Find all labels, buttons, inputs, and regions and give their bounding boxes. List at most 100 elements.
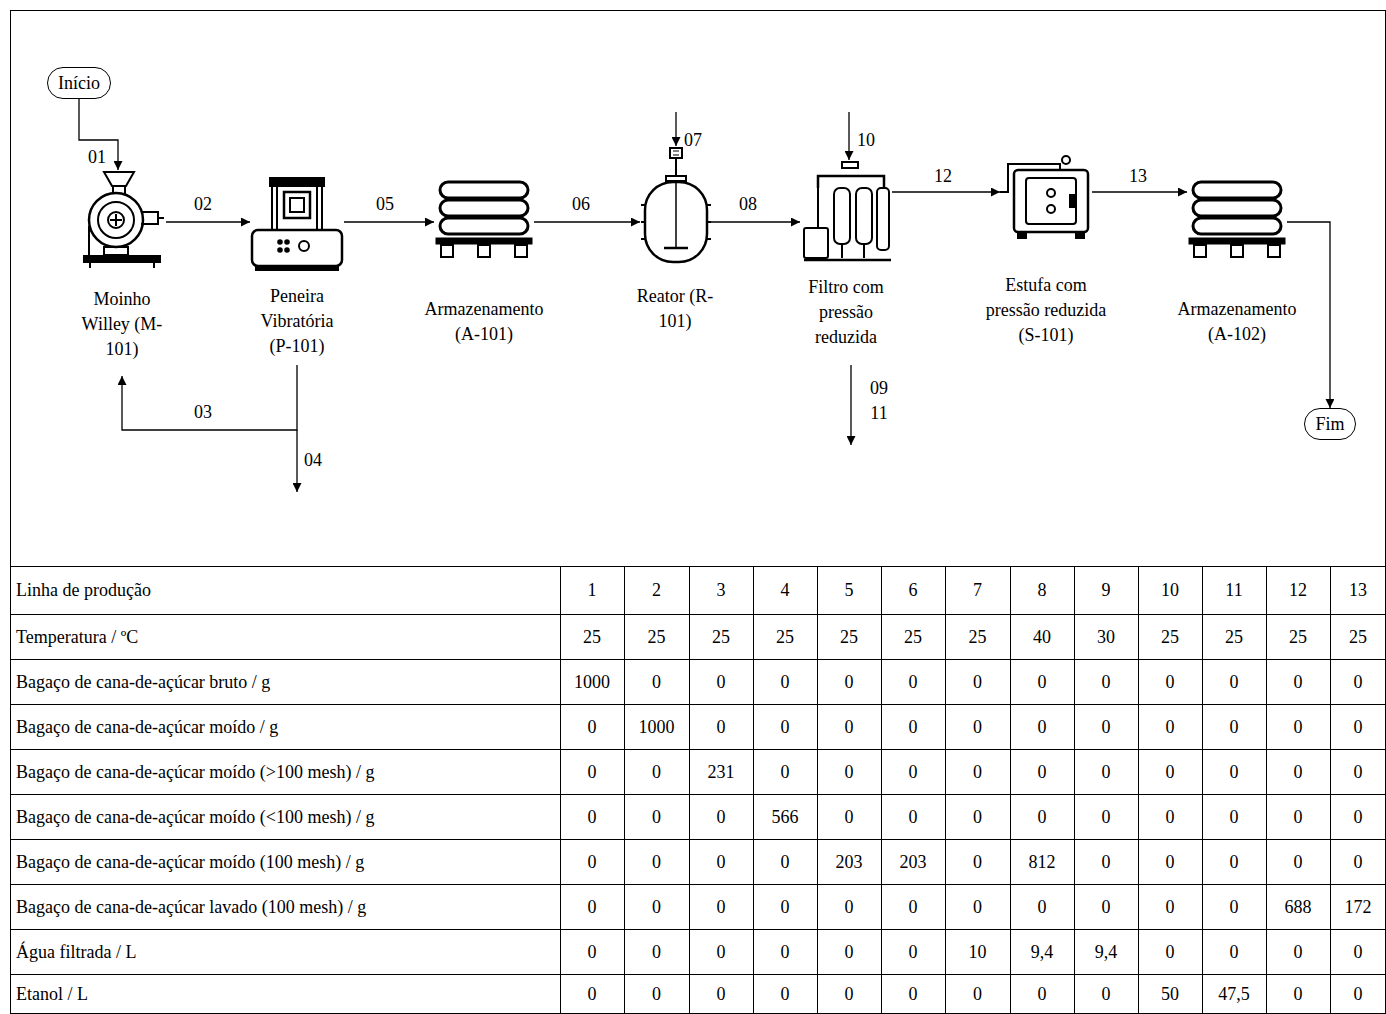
table-cell: 0	[1138, 929, 1202, 974]
table-cell: 0	[1010, 974, 1074, 1014]
table-cell: 0	[560, 884, 624, 929]
table-rule	[753, 566, 754, 1014]
table-cell: 0	[881, 659, 945, 704]
table-cell: 50	[1138, 974, 1202, 1014]
reactor-icon	[641, 148, 711, 262]
table-cell: 0	[1074, 749, 1138, 794]
table-cell: 0	[817, 974, 881, 1014]
table-cell: 0	[1266, 749, 1330, 794]
table-cell: 0	[624, 749, 689, 794]
table-cell: 0	[1074, 839, 1138, 884]
stream-line	[710, 221, 800, 222]
table-cell: 0	[689, 884, 753, 929]
oven-foot	[1018, 232, 1026, 238]
sieve-press-inner	[290, 198, 304, 212]
storage-bag	[1193, 200, 1281, 216]
filter-flask	[856, 188, 872, 244]
table-cell: 0	[881, 974, 945, 1014]
storage-bag	[440, 200, 528, 216]
sieve-post	[317, 186, 322, 230]
mill-icon	[84, 172, 164, 268]
table-cell: 0	[753, 659, 817, 704]
reactor-flange	[666, 176, 686, 181]
table-cell: 0	[1010, 659, 1074, 704]
oven-door	[1026, 178, 1076, 224]
table-rule	[689, 566, 690, 1014]
table-cell: 0	[689, 794, 753, 839]
table-cell: 0	[689, 929, 753, 974]
table-cell: 12	[1266, 566, 1330, 614]
stream-number: 10	[857, 130, 875, 150]
table-cell: 3	[689, 566, 753, 614]
table-cell: 0	[753, 704, 817, 749]
table-cell: 0	[817, 749, 881, 794]
stream-number: 13	[1129, 166, 1147, 186]
table-cell: 4	[753, 566, 817, 614]
table-cell: 0	[624, 974, 689, 1014]
table-cell: 0	[1138, 659, 1202, 704]
filter-drain	[842, 244, 864, 258]
equipment-box: Filtro com pressão reduzida	[800, 158, 892, 264]
table-cell: 0	[1330, 704, 1386, 749]
node-label: Estufa com pressão reduzida (S-101)	[981, 273, 1111, 348]
table-cell: 0	[1074, 704, 1138, 749]
reactor-motor-lines	[673, 151, 679, 155]
oven-knob	[1047, 189, 1055, 197]
reactor-agitator	[675, 182, 677, 248]
stream-number: 11	[870, 403, 887, 423]
stream-line	[122, 365, 297, 430]
table-cell: 0	[1138, 749, 1202, 794]
table-cell: 0	[1074, 794, 1138, 839]
table-cell: 25	[753, 614, 817, 659]
filter-manifold	[818, 176, 884, 188]
stream-number: 07	[684, 130, 702, 150]
sieve-console	[252, 230, 342, 266]
table-cell: 0	[1010, 794, 1074, 839]
node-label: Filtro com pressão reduzida	[791, 275, 901, 350]
table-cell: 0	[1202, 884, 1266, 929]
outlet-arrow	[296, 430, 297, 492]
stream-number: 09	[870, 378, 888, 398]
table-cell: 7	[945, 566, 1010, 614]
table-cell: 25	[689, 614, 753, 659]
table-rule	[10, 794, 1386, 795]
table-cell: 203	[817, 839, 881, 884]
table-cell: 0	[945, 749, 1010, 794]
stream-line	[79, 99, 118, 170]
sieve-top-bar	[270, 178, 324, 186]
filter-pump	[804, 228, 828, 258]
table-cell: 25	[1138, 614, 1202, 659]
table-rule	[1138, 566, 1139, 1014]
oven-gauge	[1062, 156, 1070, 164]
table-row-header: Etanol / L	[10, 974, 560, 1014]
equipment-box: Peneira Vibratória (P-101)	[250, 178, 344, 270]
reactor-blade	[664, 247, 688, 250]
table-rule	[10, 839, 1386, 840]
table-rule	[1010, 566, 1011, 1014]
table-row-header: Bagaço de cana-de-açúcar bruto / g	[10, 659, 560, 704]
table-cell: 172	[1330, 884, 1386, 929]
storage-pallet-leg	[515, 245, 527, 257]
table-row-header: Água filtrada / L	[10, 929, 560, 974]
mill-legs	[90, 262, 154, 268]
mill-hopper	[104, 172, 134, 186]
table-cell: 10	[1138, 566, 1202, 614]
mill-base	[84, 256, 160, 262]
sieve-feet	[256, 266, 338, 270]
table-cell: 25	[881, 614, 945, 659]
table-cell: 11	[1202, 566, 1266, 614]
table-cell: 688	[1266, 884, 1330, 929]
table-rule	[1266, 566, 1267, 1014]
table-row-header: Bagaço de cana-de-açúcar moído (>100 mes…	[10, 749, 560, 794]
table-rule	[10, 704, 1386, 705]
storage-pallet-leg	[1268, 245, 1280, 257]
table-rule	[10, 749, 1386, 750]
filter-base	[804, 259, 891, 262]
table-cell: 0	[1138, 884, 1202, 929]
table-cell: 0	[945, 839, 1010, 884]
table-cell: 0	[945, 974, 1010, 1014]
table-rule	[945, 566, 946, 1014]
filter-valve	[842, 162, 858, 168]
sieve-dot	[278, 240, 282, 244]
table-cell: 0	[1074, 659, 1138, 704]
